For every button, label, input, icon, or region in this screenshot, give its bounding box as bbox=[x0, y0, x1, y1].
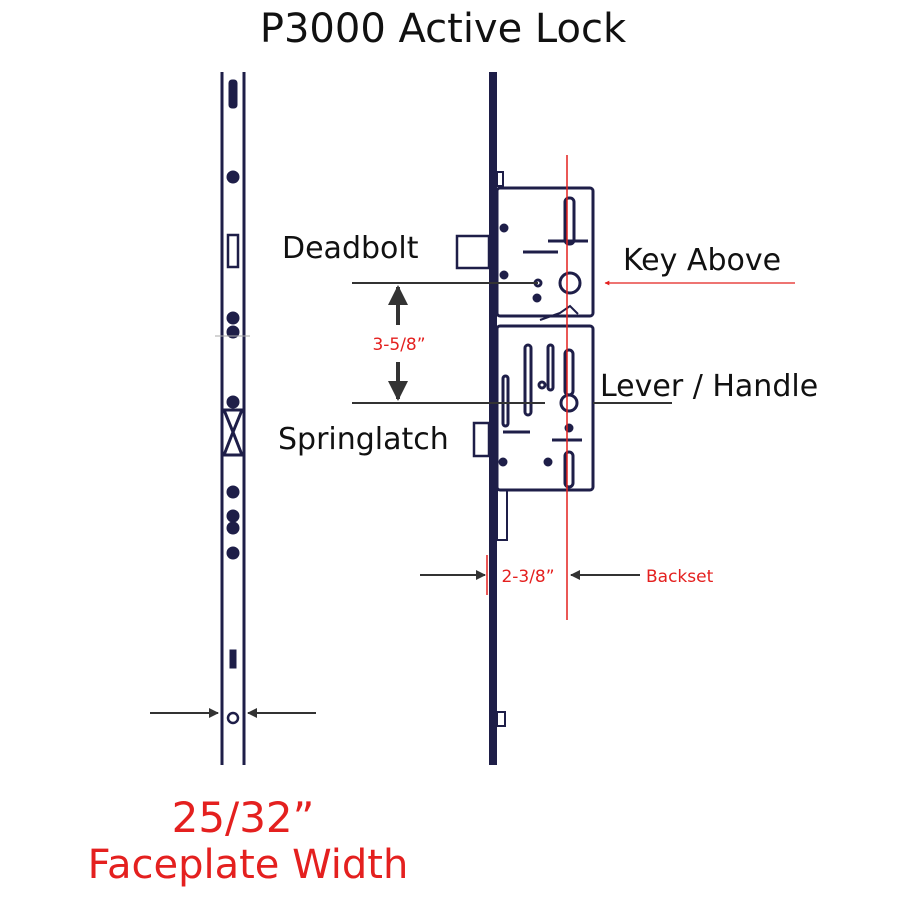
springlatch-label: Springlatch bbox=[278, 422, 449, 457]
faceplate-width-label: Faceplate Width bbox=[88, 842, 409, 888]
spacing-value: 3-5/8” bbox=[372, 335, 425, 355]
diagram-title: P3000 Active Lock bbox=[260, 6, 627, 52]
deadbolt-label: Deadbolt bbox=[282, 231, 419, 266]
lock-body-front-view bbox=[489, 72, 595, 765]
faceplate-side-view bbox=[215, 72, 250, 765]
springlatch-shape bbox=[472, 421, 491, 458]
key-above-label: Key Above bbox=[623, 243, 781, 278]
lever-handle-label: Lever / Handle bbox=[600, 369, 818, 404]
backset-value: 2-3/8” bbox=[501, 567, 554, 587]
deadbolt-shape bbox=[455, 234, 491, 270]
faceplate-width-value: 25/32” bbox=[172, 793, 315, 842]
backset-label: Backset bbox=[646, 567, 714, 587]
